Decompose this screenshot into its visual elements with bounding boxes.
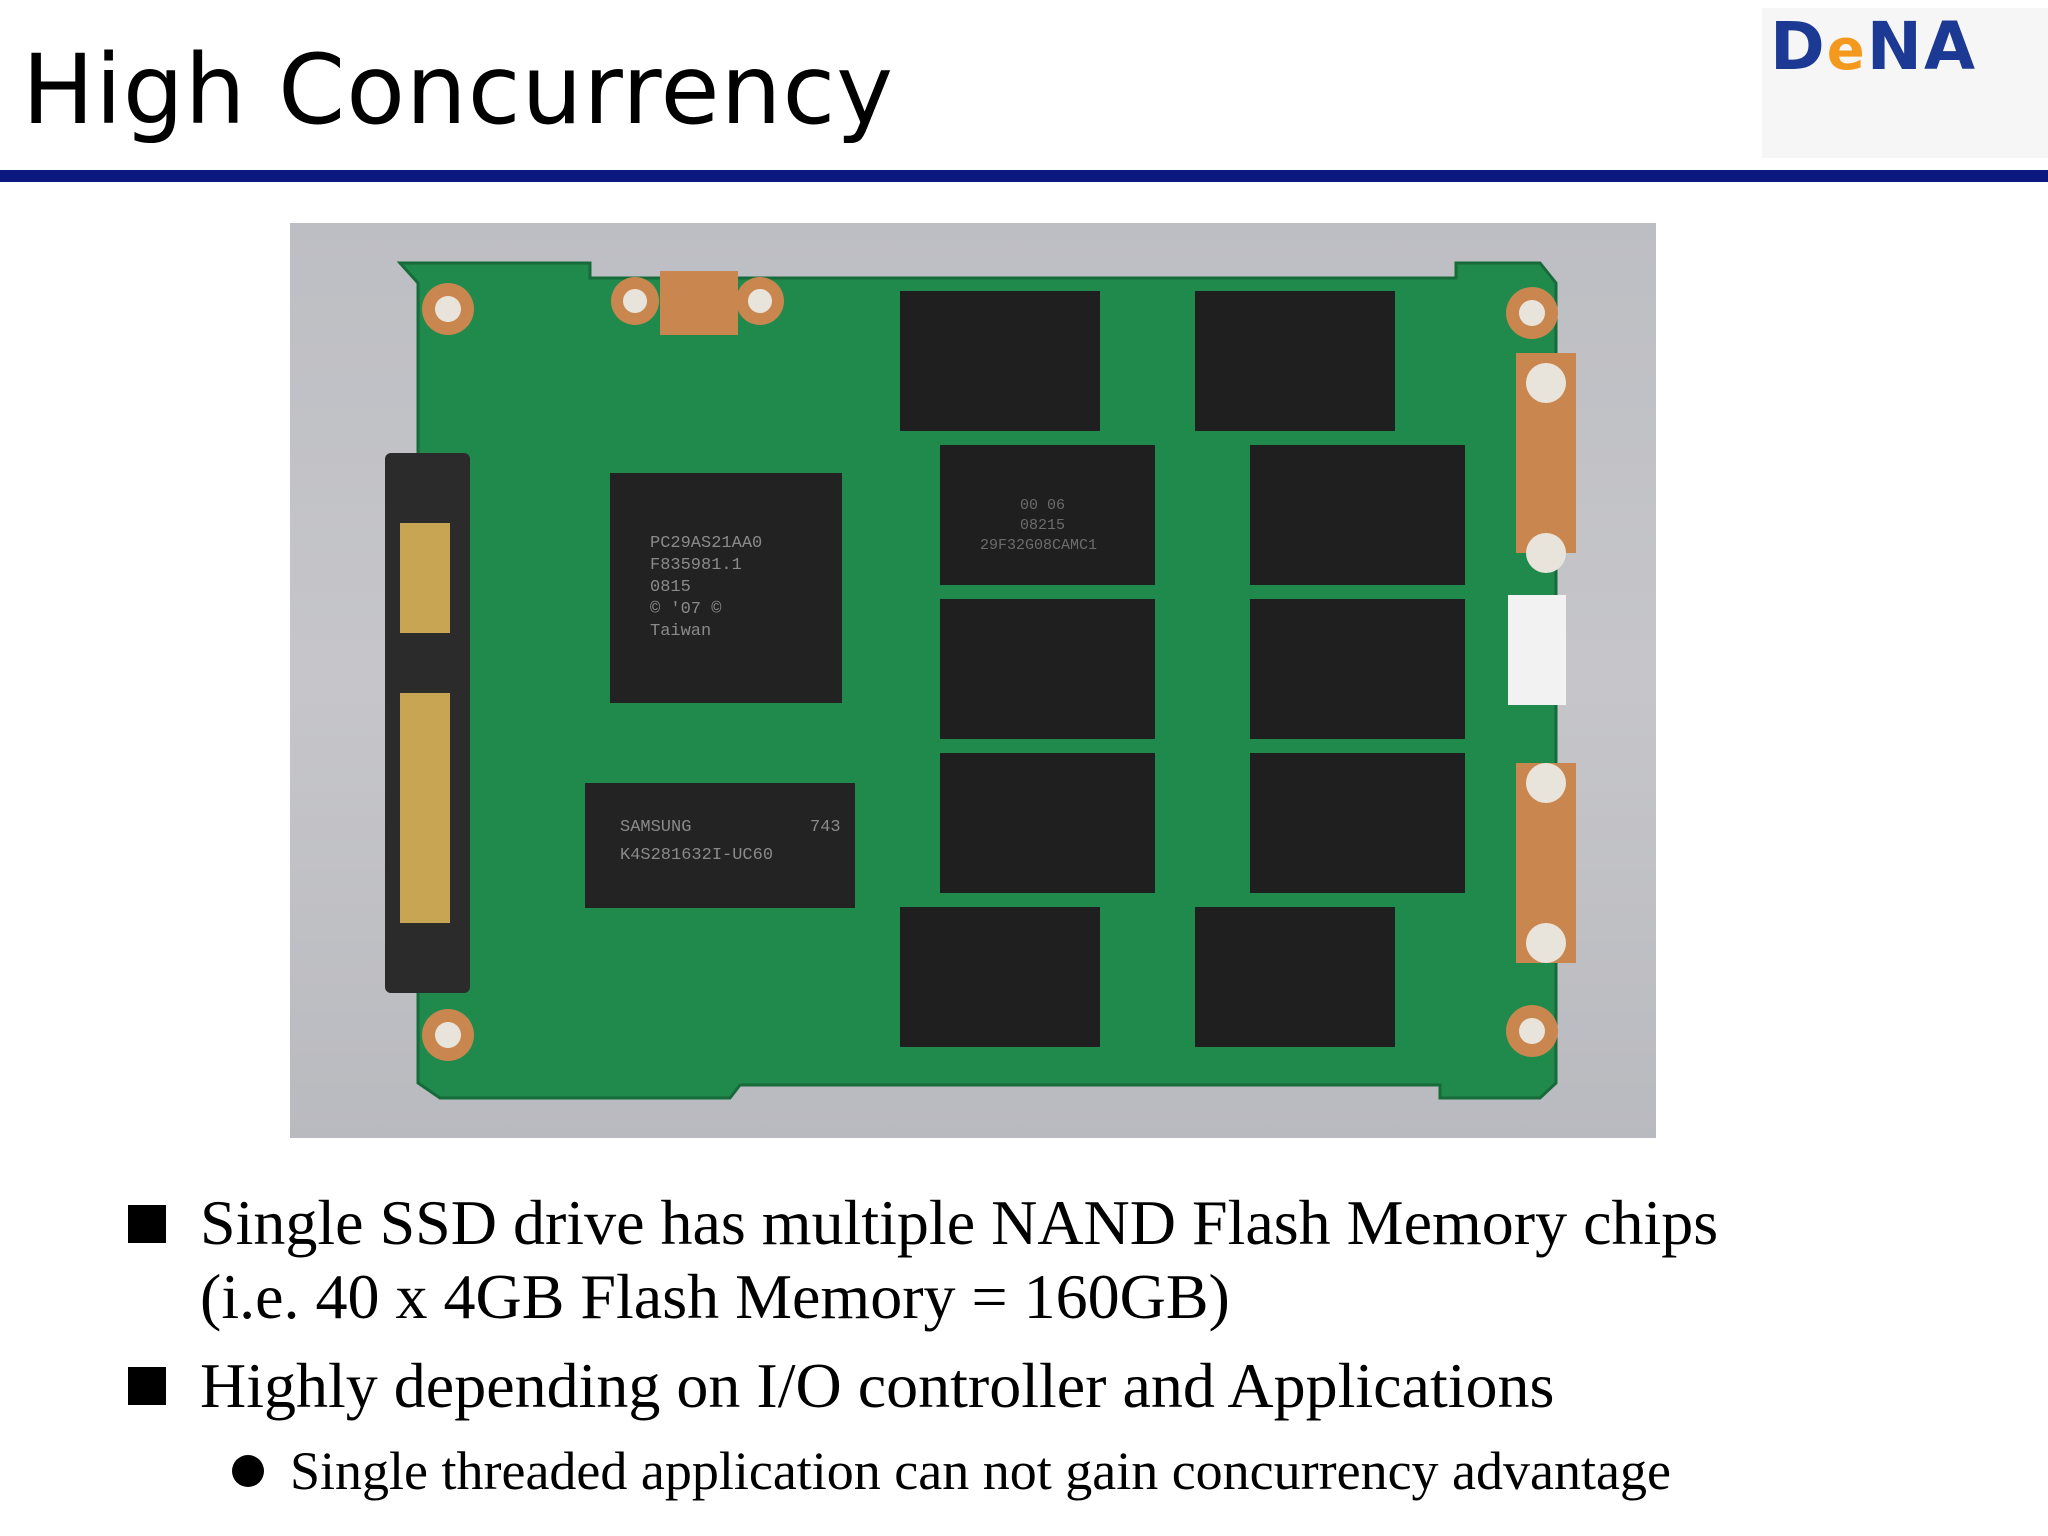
nand-mark-2: 08215: [1020, 517, 1065, 534]
bullet-square-1: [128, 1205, 166, 1243]
bullet-2-line-1: Highly depending on I/O controller and A…: [200, 1350, 1555, 1421]
dram-mark-1: SAMSUNG: [620, 818, 691, 837]
controller-mark-4: © '07 ©: [650, 600, 721, 619]
title-rule: [0, 170, 2048, 182]
dena-logo: DeNA: [1770, 8, 1978, 85]
bullet-1-line-2: (i.e. 40 x 4GB Flash Memory = 160GB): [200, 1261, 1230, 1332]
nand-mark-1: 00 06: [1020, 497, 1065, 514]
controller-mark-5: Taiwan: [650, 622, 711, 641]
bullet-1-line-1: Single SSD drive has multiple NAND Flash…: [200, 1187, 1719, 1258]
controller-mark-1: PC29AS21AA0: [650, 534, 762, 553]
sub-bullet-text: Single threaded application can not gain…: [290, 1441, 1671, 1501]
ssd-board-illustration: PC29AS21AA0 F835981.1 0815 © '07 © Taiwa…: [385, 261, 1576, 1100]
bullet-square-2: [128, 1367, 166, 1405]
ssd-photo: PC29AS21AA0 F835981.1 0815 © '07 © Taiwa…: [290, 223, 1656, 1138]
dram-mark-3: K4S281632I-UC60: [620, 846, 773, 865]
controller-mark-2: F835981.1: [650, 556, 742, 575]
logo-panel: [1762, 8, 2048, 158]
controller-mark-3: 0815: [650, 578, 691, 597]
dram-mark-2: 743: [810, 818, 841, 837]
slide-title: High Concurrency: [22, 34, 895, 146]
sub-bullet-dot: [232, 1455, 264, 1487]
nand-mark-3: 29F32G08CAMC1: [980, 537, 1097, 554]
